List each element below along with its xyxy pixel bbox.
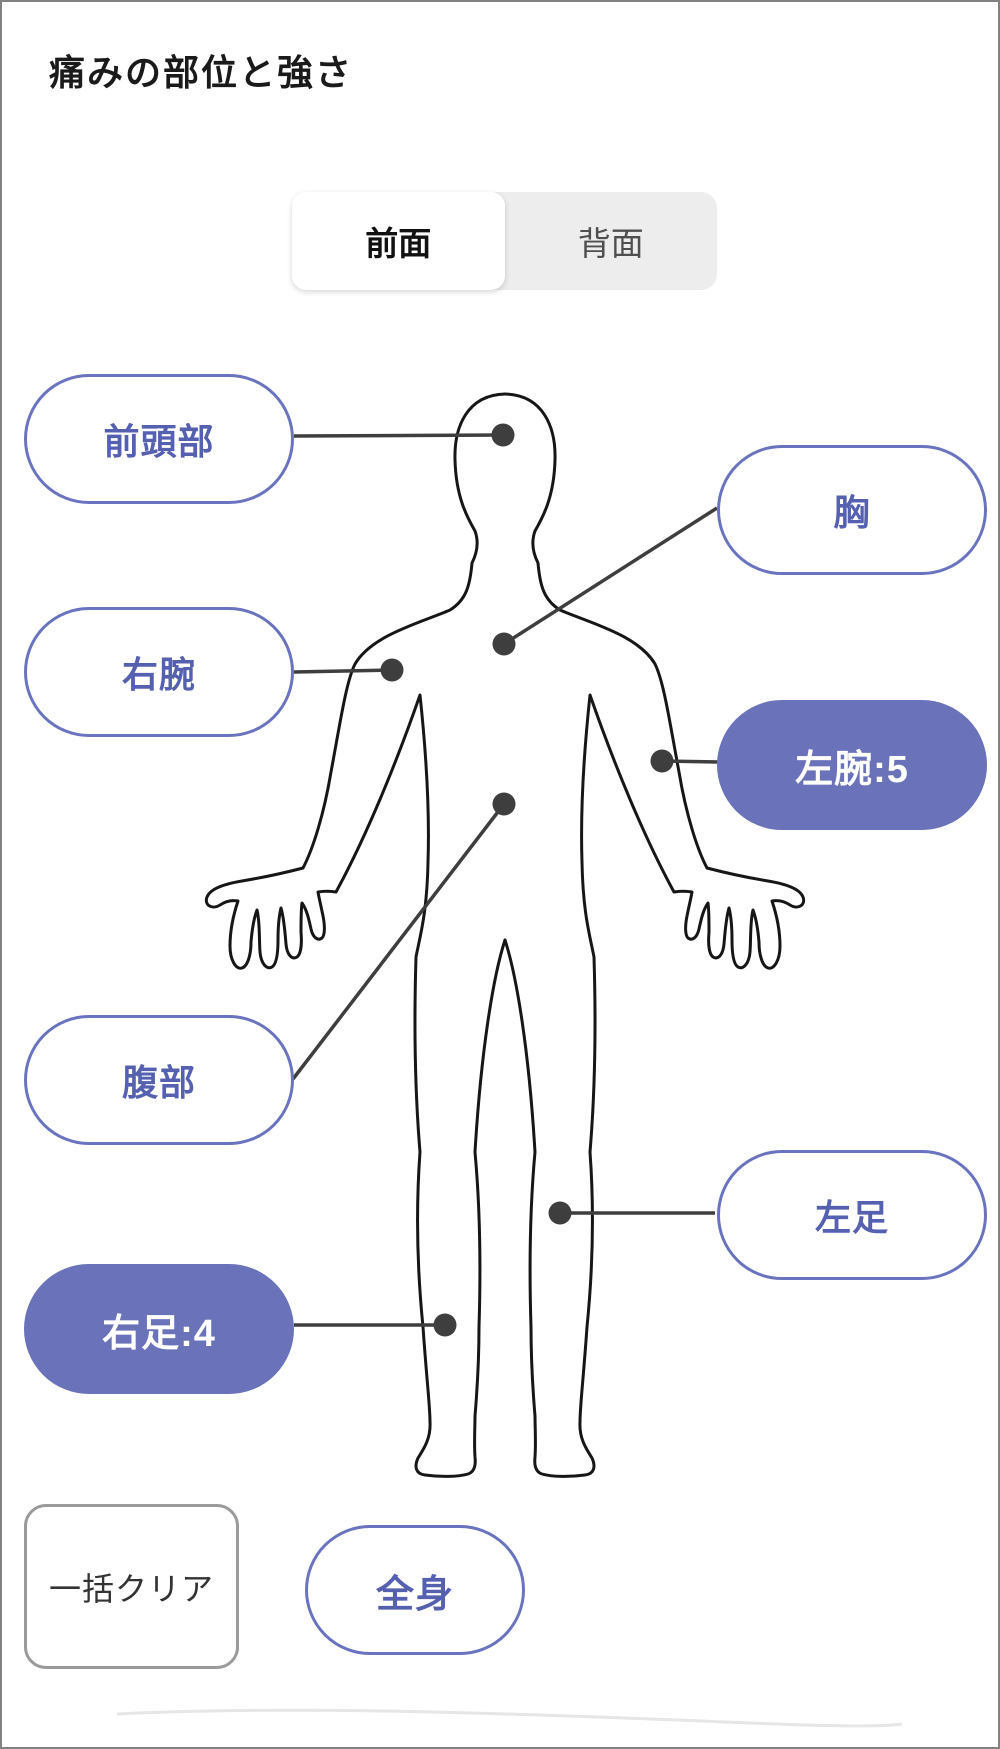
pain-point-dots	[380, 423, 674, 1337]
dot-right-arm	[380, 658, 404, 682]
dot-left-arm	[650, 749, 674, 773]
region-label: 前頭部	[103, 421, 215, 462]
region-label: 右腕	[121, 654, 196, 695]
dot-chest	[492, 632, 516, 656]
region-pill-right-leg[interactable]: 右足:4	[24, 1264, 294, 1394]
region-label: 腹部	[121, 1062, 196, 1103]
connector-chest	[503, 506, 718, 646]
region-pill-whole-body[interactable]: 全身	[305, 1525, 525, 1655]
region-pill-abdomen[interactable]: 腹部	[24, 1015, 294, 1145]
region-pill-chest[interactable]: 胸	[717, 445, 987, 575]
connector-right-arm	[293, 668, 393, 674]
connector-abdomen	[291, 802, 506, 1081]
dot-right-leg	[433, 1313, 457, 1337]
region-label: 全身	[375, 1573, 454, 1616]
dot-forehead	[491, 423, 515, 447]
body-outline	[204, 392, 806, 1478]
region-label: 左足	[814, 1197, 889, 1238]
page-title: 痛みの部位と強さ	[49, 52, 354, 93]
region-label: 胸	[833, 492, 871, 533]
region-label: 左腕:5	[795, 748, 909, 791]
region-pill-right-arm[interactable]: 右腕	[24, 607, 294, 737]
clear-all-button[interactable]: 一括クリア	[24, 1504, 239, 1669]
clear-all-label: 一括クリア	[48, 1570, 214, 1607]
region-label: 右足:4	[102, 1312, 216, 1355]
region-pill-left-leg[interactable]: 左足	[717, 1150, 987, 1280]
tab-front-label: 前面	[365, 225, 432, 262]
region-pill-forehead[interactable]: 前頭部	[24, 374, 294, 504]
background-crease	[116, 1708, 903, 1728]
dot-abdomen	[492, 792, 516, 816]
tab-back-label: 背面	[577, 225, 644, 262]
view-tabs: 前面 背面	[292, 192, 717, 290]
region-pill-left-arm[interactable]: 左腕:5	[717, 700, 987, 830]
tab-back[interactable]: 背面	[505, 192, 718, 290]
connector-forehead	[293, 433, 504, 438]
connector-lines	[291, 433, 720, 1327]
dot-left-leg	[548, 1201, 572, 1225]
tab-front[interactable]: 前面	[292, 192, 505, 290]
